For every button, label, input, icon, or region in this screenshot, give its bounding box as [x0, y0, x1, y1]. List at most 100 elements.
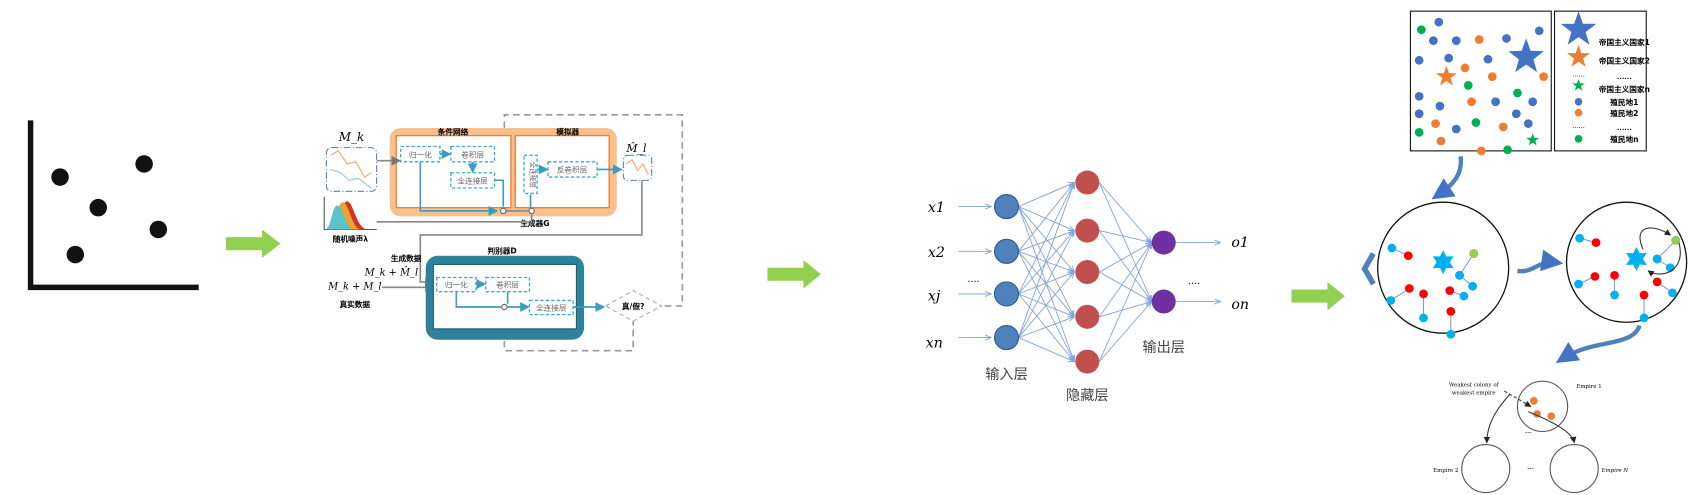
colony-dot — [1498, 122, 1508, 132]
legend-label: 殖民地2 — [1609, 108, 1638, 118]
fc-layer: 全连接层 — [457, 176, 488, 186]
output-node — [1151, 289, 1176, 314]
input-x1: x1 — [928, 200, 945, 216]
hidden-node — [1075, 218, 1100, 243]
generator-label: 生成器G — [520, 218, 549, 228]
curved-arrow-icon — [1361, 252, 1376, 286]
normalize-layer: 归一化 — [409, 149, 432, 159]
colony-dot — [1414, 109, 1424, 119]
colony-dot — [1436, 136, 1446, 146]
hidden-node — [1075, 304, 1100, 329]
imperialist-star-icon — [1626, 246, 1647, 271]
output-layer-label: 输出层 — [1142, 340, 1185, 356]
connection — [1018, 293, 1075, 362]
colony-dot — [1434, 17, 1444, 27]
colony-dot — [1474, 35, 1484, 44]
legend-label: ...... — [1617, 124, 1632, 132]
move-arrow — [1656, 240, 1677, 260]
colony-dot — [1468, 281, 1478, 291]
legend-star-icon — [1560, 11, 1597, 45]
colony-dot — [1477, 146, 1486, 156]
hidden-layer-label: 隐藏层 — [1066, 388, 1109, 404]
connection — [1098, 182, 1151, 302]
scatter-point — [66, 245, 85, 264]
nn-labels: x1 x2 .... xj xn o1 .... on 输入层 隐藏层 输出层 — [926, 200, 1249, 404]
connection — [1018, 183, 1075, 207]
colony-dot — [1435, 101, 1445, 111]
deconv-layer: 反卷积层 — [557, 165, 588, 175]
input-xn: xn — [926, 335, 943, 351]
population-box — [1409, 10, 1552, 152]
connection — [1018, 272, 1075, 295]
connection — [1099, 243, 1151, 273]
flow-arrow-icon — [767, 260, 821, 289]
connection — [1018, 183, 1075, 295]
decision-diamond — [604, 289, 663, 322]
colony-dot — [1431, 119, 1440, 128]
simulator-label: 模拟器 — [556, 127, 579, 137]
colony-dot — [1414, 127, 1424, 137]
neural-network-panel — [958, 170, 1220, 374]
weakest-colony-label-2: weakest empire — [1452, 390, 1496, 396]
moved-colony-dot — [1590, 272, 1600, 281]
legend-label: 帝国主义国家2 — [1599, 56, 1650, 66]
scatter-point — [135, 155, 153, 173]
input-node — [993, 325, 1020, 351]
colony-dot — [1459, 291, 1469, 301]
decision-label: 真/假? — [622, 301, 644, 311]
connection — [1098, 243, 1151, 362]
connection — [1098, 302, 1151, 362]
real-data-formula: M_k + M_l — [327, 282, 381, 293]
gan-panel: M_k 随机噪声λ 条件网络 模拟器 生成器G 归一化 卷积层 全连接层 全连接… — [323, 114, 684, 352]
scatter-panel — [27, 120, 199, 291]
empire-2-label: Empire 2 — [1433, 468, 1458, 474]
swap-arrow — [1639, 227, 1672, 250]
connection — [1018, 231, 1075, 338]
colony-dot — [1414, 91, 1424, 101]
empire-circle-revolution — [1565, 201, 1688, 323]
output-ellipsis: .... — [1188, 276, 1200, 287]
swap-arrow — [1647, 242, 1681, 277]
input-node — [993, 194, 1020, 220]
imperialist-star-icon — [1432, 250, 1454, 275]
imperialist-star-icon — [1508, 38, 1544, 73]
d-normalize-layer: 归一化 — [445, 279, 468, 289]
generated-data-label: 生成数据 — [391, 253, 422, 263]
ellipsis: --- — [1525, 429, 1532, 437]
scatter-point — [51, 168, 69, 186]
hidden-node — [1075, 349, 1100, 374]
hidden-node — [1075, 170, 1100, 195]
empire-1-circle — [1516, 380, 1569, 432]
input-x2: x2 — [928, 245, 945, 261]
input-signal-box — [325, 147, 378, 192]
colony-dot — [1463, 81, 1473, 90]
connection — [1018, 183, 1075, 252]
output-o1: o1 — [1231, 235, 1249, 251]
legend-dot-icon — [1574, 108, 1583, 117]
connection — [1018, 337, 1075, 362]
output-node — [1151, 230, 1176, 255]
connection — [1099, 302, 1151, 318]
colony-dot — [1502, 34, 1511, 43]
legend-label: ...... — [1617, 73, 1632, 81]
empire-2-circle — [1461, 443, 1511, 494]
connection — [1098, 230, 1151, 302]
discriminator-label: 判别器D — [488, 246, 517, 256]
moved-colony-dot — [1403, 251, 1413, 261]
legend-star-icon — [1572, 78, 1585, 91]
output-on: on — [1231, 297, 1249, 313]
colony-dot — [1575, 233, 1585, 243]
colony-dot — [1455, 270, 1464, 280]
connection — [1018, 206, 1075, 231]
legend-star-icon — [1567, 44, 1591, 67]
legend-dot-icon — [1574, 97, 1583, 106]
connection — [1018, 317, 1075, 338]
hidden-node — [1075, 260, 1100, 285]
colony-dot — [1539, 72, 1548, 82]
colony-dot — [1511, 109, 1521, 119]
empire-n-circle — [1549, 443, 1599, 494]
moved-colony-dot — [1652, 277, 1662, 287]
colony-dot — [1460, 63, 1470, 73]
curved-arrow-icon — [1517, 249, 1564, 274]
